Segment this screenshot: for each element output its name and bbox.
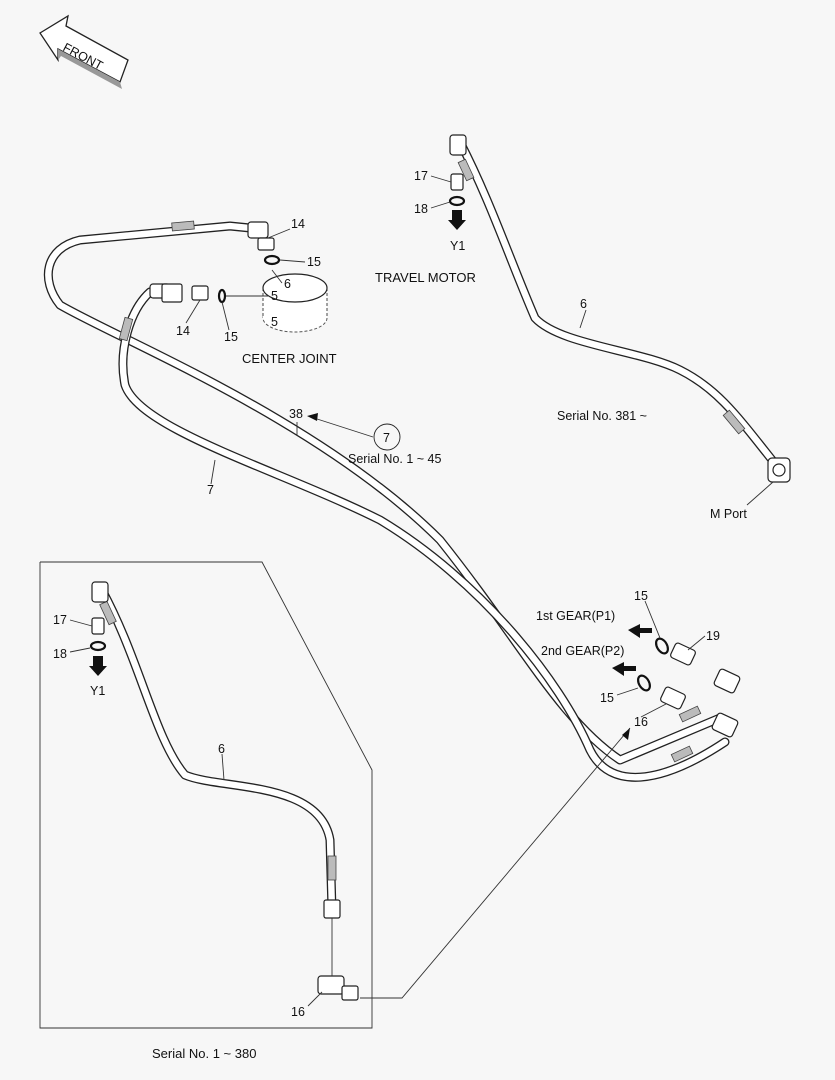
hose-6-right xyxy=(455,137,785,475)
y1-top-label: Y1 xyxy=(450,239,465,253)
m-port-label: M Port xyxy=(710,507,747,521)
fittings-travel-motor xyxy=(448,134,791,483)
braid-sleeves xyxy=(99,158,746,881)
part-5-b: 5 xyxy=(271,315,278,329)
hose-6-inset xyxy=(97,585,337,915)
part-18-a: 18 xyxy=(414,202,428,216)
fittings-center xyxy=(149,221,281,304)
serial-1-45-label: Serial No. 1 ~ 45 xyxy=(348,452,442,466)
part-18-b: 18 xyxy=(53,647,67,661)
hose-38 xyxy=(43,221,725,765)
front-arrow-icon: FRONT xyxy=(39,14,129,89)
part-5-a: 5 xyxy=(271,289,278,303)
center-joint-label: CENTER JOINT xyxy=(242,351,337,366)
part-15-a: 15 xyxy=(307,255,321,269)
serial-381-label: Serial No. 381 ~ xyxy=(557,409,647,423)
part-16-a: 16 xyxy=(634,715,648,729)
center-joint xyxy=(262,273,328,333)
gear-p2-label: 2nd GEAR(P2) xyxy=(541,644,624,658)
part-38: 38 xyxy=(289,407,303,421)
fittings-inset xyxy=(89,581,359,1001)
part-14-b: 14 xyxy=(176,324,190,338)
part-19: 19 xyxy=(706,629,720,643)
part-7: 7 xyxy=(207,483,214,497)
fittings-gear-ports xyxy=(612,624,741,738)
part-17-a: 17 xyxy=(414,169,428,183)
leader-lines xyxy=(69,175,774,1007)
part-15-c: 15 xyxy=(634,589,648,603)
gear-p1-label: 1st GEAR(P1) xyxy=(536,609,615,623)
text-labels: 14 15 6 5 14 15 5 CENTER JOINT 17 18 Y1 … xyxy=(53,169,747,1061)
part-6-c: 6 xyxy=(218,742,225,756)
callout-7: 7 xyxy=(383,431,390,445)
part-6-a: 6 xyxy=(284,277,291,291)
y1-inset-label: Y1 xyxy=(90,684,105,698)
part-16-b: 16 xyxy=(291,1005,305,1019)
part-15-d: 15 xyxy=(600,691,614,705)
part-17-b: 17 xyxy=(53,613,67,627)
inset-box xyxy=(39,561,631,1029)
part-6-b: 6 xyxy=(580,297,587,311)
hose-7 xyxy=(118,287,730,782)
part-14-a: 14 xyxy=(291,217,305,231)
travel-motor-label: TRAVEL MOTOR xyxy=(375,270,476,285)
callout-circle-7 xyxy=(373,423,401,451)
part-15-b: 15 xyxy=(224,330,238,344)
serial-1-380-label: Serial No. 1 ~ 380 xyxy=(152,1046,256,1061)
